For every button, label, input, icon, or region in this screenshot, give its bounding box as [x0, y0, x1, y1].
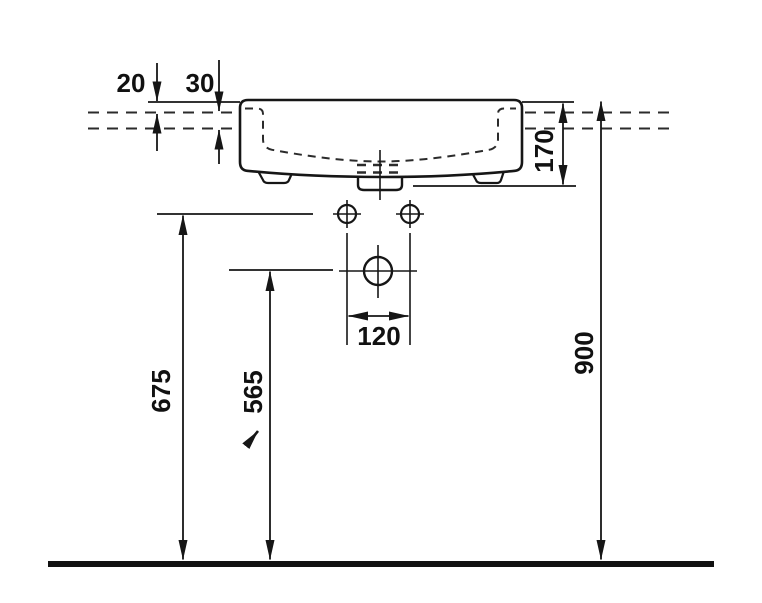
tap-holes	[333, 200, 424, 228]
dimension-565: 565	[229, 269, 333, 560]
dim-20-label: 20	[117, 68, 146, 98]
dim-675-label: 675	[146, 369, 176, 412]
dim-565-pointer-arrow	[242, 430, 260, 450]
dim-120-label: 120	[357, 321, 400, 351]
tap-hole-left	[336, 203, 358, 225]
tap-hole-right	[399, 203, 421, 225]
dimension-20: 20	[117, 63, 162, 151]
drain-hole	[339, 245, 417, 298]
dim-170-label: 170	[529, 129, 559, 172]
dimension-170: 170	[413, 103, 576, 187]
dim-30-label: 30	[186, 68, 215, 98]
washbasin-front-view	[238, 98, 524, 200]
dimension-675: 675	[146, 213, 313, 560]
dimension-30: 30	[186, 60, 224, 164]
drain-hole-circle	[362, 255, 394, 287]
dim-900-label: 900	[569, 331, 599, 374]
basin-outline	[238, 98, 524, 179]
basin-inner-bowl-dashed	[245, 107, 516, 163]
dim-565-label: 565	[238, 370, 268, 413]
dimension-120: 120	[346, 233, 411, 351]
dimension-900: 900	[569, 101, 606, 560]
